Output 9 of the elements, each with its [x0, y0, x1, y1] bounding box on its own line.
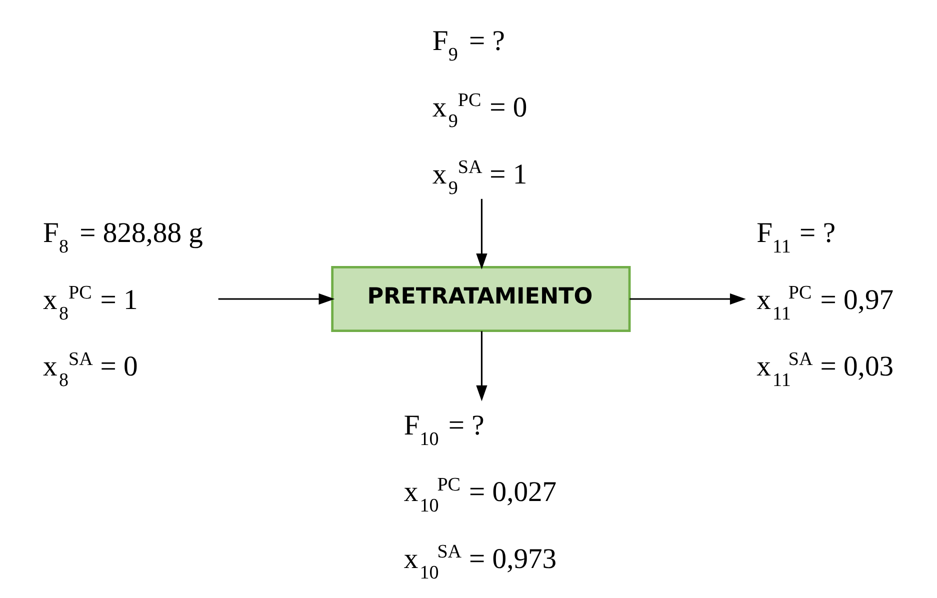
node-box: PRETRATAMIENTO	[330, 266, 630, 332]
node-text: F$_{8}$ = 828,88 g x$_{8}$$^{PC}$ = 1 x$_{8}$$^{SA}$ = 0	[42, 218, 202, 392]
arrow	[218, 293, 334, 305]
node-text: F$_{10}$ = ? x$_{10}$$^{PC}$ = 0,027 x$_{10}$$^{SA}$ = 0,973	[403, 410, 556, 584]
arrow	[629, 293, 746, 305]
arrow	[476, 331, 487, 402]
node-text: F$_{11}$ = ? x$_{11}$$^{PC}$ = 0,97 x$_{11}$$^{SA}$ = 0,03	[756, 218, 894, 392]
arrow	[476, 198, 487, 270]
node-text: F$_{9}$ = ? x$_{9}$$^{PC}$ = 0 x$_{9}$$^{SA}$ = 1	[432, 26, 527, 199]
